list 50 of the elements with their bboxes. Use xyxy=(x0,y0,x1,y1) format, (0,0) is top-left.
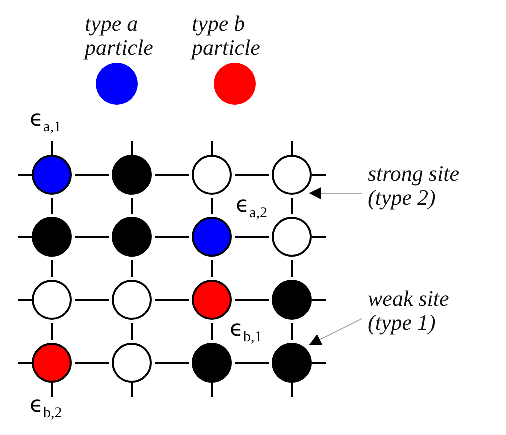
lattice-bond xyxy=(155,236,189,238)
lattice-bond xyxy=(51,323,53,340)
lattice-bond xyxy=(211,198,213,214)
lattice-site-circle xyxy=(192,343,232,383)
lattice-bond xyxy=(75,299,109,301)
lattice-site-circle xyxy=(272,343,312,383)
lattice-bond xyxy=(155,362,189,364)
lattice-site-circle xyxy=(112,343,152,383)
lattice-bond xyxy=(291,198,293,214)
lattice-bond xyxy=(291,323,293,340)
lattice-bond xyxy=(131,198,133,214)
lattice-bond xyxy=(51,198,53,214)
lattice-bond xyxy=(131,323,133,340)
lattice-site-circle xyxy=(32,343,72,383)
energy-label: ϵ$_{b,1}$ xyxy=(230,318,262,342)
lattice-site-circle xyxy=(112,280,152,320)
lattice-site-circle xyxy=(192,155,232,195)
lattice-bond xyxy=(211,323,213,340)
leader-line xyxy=(309,318,362,346)
lattice-site-circle xyxy=(32,217,72,257)
lattice-bond xyxy=(131,260,133,277)
lattice-bond xyxy=(235,362,269,364)
lattice-site-circle xyxy=(272,155,312,195)
lattice-bond xyxy=(75,362,109,364)
lattice-site-circle xyxy=(272,217,312,257)
lattice-bond xyxy=(75,236,109,238)
energy-label: ϵ$_{a,2}$ xyxy=(236,194,268,218)
lattice-site-circle xyxy=(32,155,72,195)
leader-line xyxy=(309,188,362,200)
lattice-site-circle xyxy=(272,280,312,320)
lattice-bond xyxy=(235,236,269,238)
lattice-bond xyxy=(155,174,189,176)
lattice-bond xyxy=(51,260,53,277)
callout-text: weak site (type 1) xyxy=(368,287,496,335)
legend-text: type b particle xyxy=(192,12,262,60)
lattice-bond xyxy=(235,299,269,301)
lattice-site-circle xyxy=(32,280,72,320)
lattice-bond xyxy=(291,260,293,277)
legend-text: type a particle xyxy=(85,12,154,60)
energy-label: ϵ$_{b,2}$ xyxy=(30,394,62,418)
lattice-site-circle xyxy=(112,155,152,195)
lattice-bond xyxy=(75,174,109,176)
lattice-site-circle xyxy=(192,217,232,257)
lattice-site-circle xyxy=(192,280,232,320)
energy-label: ϵ$_{a,1}$ xyxy=(30,108,62,132)
lattice-bond xyxy=(155,299,189,301)
lattice-bond xyxy=(211,260,213,277)
lattice-bond xyxy=(235,174,269,176)
callout-text: strong site (type 2) xyxy=(368,162,496,210)
lattice-site-circle xyxy=(112,217,152,257)
